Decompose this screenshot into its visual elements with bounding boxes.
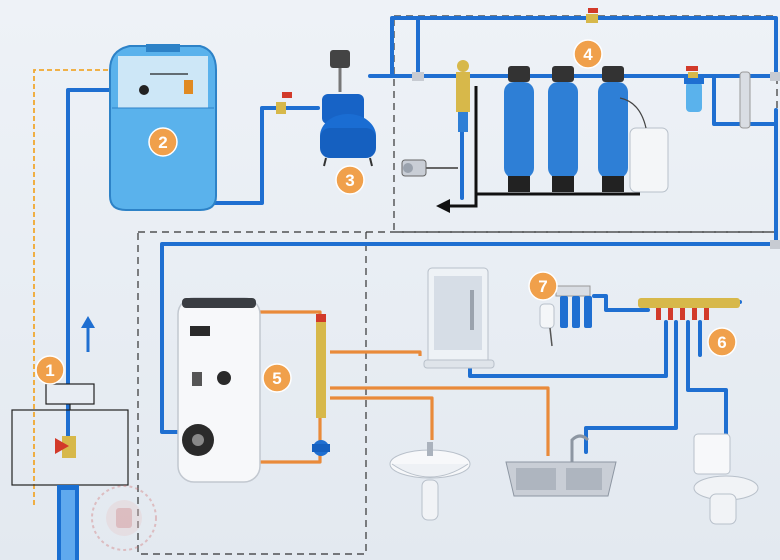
number-markers: 1 2 3 4 5 6 7 (35, 39, 737, 393)
marker-circle (335, 165, 365, 195)
toilet-icon (693, 433, 759, 525)
watermark-logo (91, 485, 157, 551)
marker-label: 6 (717, 333, 726, 352)
filter-column-icon (598, 66, 628, 192)
boiler-icon (177, 297, 261, 483)
marker-circle (528, 271, 558, 301)
marker-circle (262, 363, 292, 393)
reverse-osmosis-icon (539, 285, 592, 347)
filter-column-icon (548, 66, 578, 192)
hot-water-pipes (258, 310, 550, 464)
drain-line (448, 86, 640, 208)
marker-2: 2 (148, 127, 178, 157)
marker-4: 4 (573, 39, 603, 69)
marker-circle (707, 327, 737, 357)
hot-manifold-icon (312, 314, 330, 456)
filter-column-icon (504, 66, 534, 192)
drain-valve-icon (401, 159, 458, 177)
inline-valves (412, 8, 780, 249)
storage-tank-icon (109, 44, 217, 211)
marker-circle (148, 127, 178, 157)
marker-label: 2 (158, 133, 167, 152)
salt-tank-icon (619, 97, 669, 193)
ball-valve-icon (55, 436, 76, 458)
marker-label: 4 (583, 45, 593, 64)
marker-7: 7 (528, 271, 558, 301)
sink-icon (389, 442, 471, 521)
marker-5: 5 (262, 363, 292, 393)
cartridge-filter-icon (684, 78, 704, 112)
drain-arrow-icon (436, 199, 450, 213)
marker-1: 1 (35, 355, 65, 385)
marker-label: 5 (272, 369, 281, 388)
well-head-icon (11, 383, 129, 560)
pump-station-icon (276, 50, 376, 167)
marker-label: 3 (345, 171, 354, 190)
marker-circle (35, 355, 65, 385)
mesh-filter-icon (456, 60, 470, 132)
manifold-icon (638, 298, 740, 320)
shower-cabin-icon (423, 267, 495, 369)
marker-label: 1 (45, 361, 54, 380)
marker-circle (573, 39, 603, 69)
marker-6: 6 (707, 327, 737, 357)
flow-arrow-icon (81, 316, 95, 352)
zone-borders (137, 15, 778, 555)
control-line (33, 69, 112, 505)
marker-3: 3 (335, 165, 365, 195)
kitchen-sink-icon (505, 434, 617, 497)
marker-label: 7 (538, 277, 547, 296)
uv-sterilizer-icon (739, 71, 751, 129)
hot-water-zone (137, 231, 367, 555)
